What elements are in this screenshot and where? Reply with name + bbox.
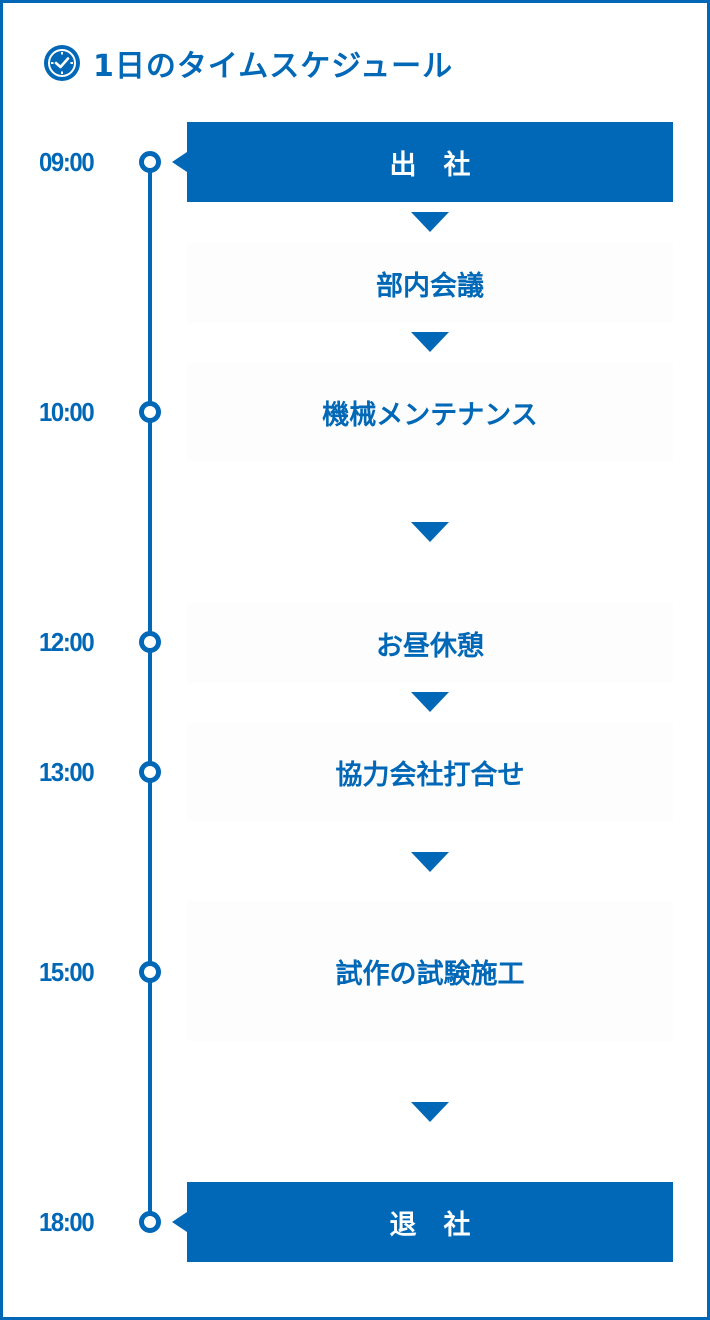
timeline-dot-1300 bbox=[139, 761, 161, 783]
event-prototype-test-label: 試作の試験施工 bbox=[335, 958, 525, 990]
triangle-down-arrow-icon bbox=[411, 522, 449, 542]
event-department-meeting-label: 部内会議 bbox=[376, 270, 484, 302]
time-label-1300: 13:00 bbox=[39, 757, 95, 787]
triangle-down-arrow-icon bbox=[411, 692, 449, 712]
timeline-dot-1800 bbox=[139, 1211, 161, 1233]
timeline-dot-0900 bbox=[139, 151, 161, 173]
timeline-dot-1500 bbox=[139, 961, 161, 983]
time-label-1500: 15:00 bbox=[39, 957, 95, 987]
event-leave-label: 退 社 bbox=[389, 1209, 471, 1241]
event-partner-meeting-label: 協力会社打合せ bbox=[335, 759, 525, 791]
time-label-1800: 18:00 bbox=[39, 1207, 95, 1237]
event-leave: 退 社 bbox=[187, 1182, 673, 1262]
triangle-down-arrow-icon bbox=[411, 212, 449, 232]
timeline-line bbox=[148, 161, 152, 1223]
event-partner-meeting: 協力会社打合せ bbox=[187, 723, 673, 821]
time-label-1200: 12:00 bbox=[39, 627, 95, 657]
event-machine-maintenance: 機械メンテナンス bbox=[187, 363, 673, 461]
triangle-left-pointer-icon bbox=[172, 1212, 187, 1232]
timeline-dot-1000 bbox=[139, 401, 161, 423]
triangle-down-arrow-icon bbox=[411, 1102, 449, 1122]
timeline-dot-1200 bbox=[139, 631, 161, 653]
clock-icon bbox=[44, 45, 80, 81]
triangle-down-arrow-icon bbox=[411, 852, 449, 872]
event-machine-maintenance-label: 機械メンテナンス bbox=[322, 399, 538, 431]
time-label-1000: 10:00 bbox=[39, 397, 95, 427]
event-arrive-label: 出 社 bbox=[389, 149, 471, 181]
triangle-left-pointer-icon bbox=[172, 152, 187, 172]
triangle-down-arrow-icon bbox=[411, 332, 449, 352]
event-lunch-break: お昼休憩 bbox=[187, 603, 673, 683]
event-prototype-test: 試作の試験施工 bbox=[187, 901, 673, 1041]
event-arrive: 出 社 bbox=[187, 122, 673, 202]
schedule-header: 1日のタイムスケジュール bbox=[43, 41, 453, 85]
time-label-0900: 09:00 bbox=[39, 147, 95, 177]
page-title: 1日のタイムスケジュール bbox=[93, 49, 454, 84]
event-lunch-break-label: お昼休憩 bbox=[376, 630, 484, 662]
event-department-meeting: 部内会議 bbox=[187, 243, 673, 323]
